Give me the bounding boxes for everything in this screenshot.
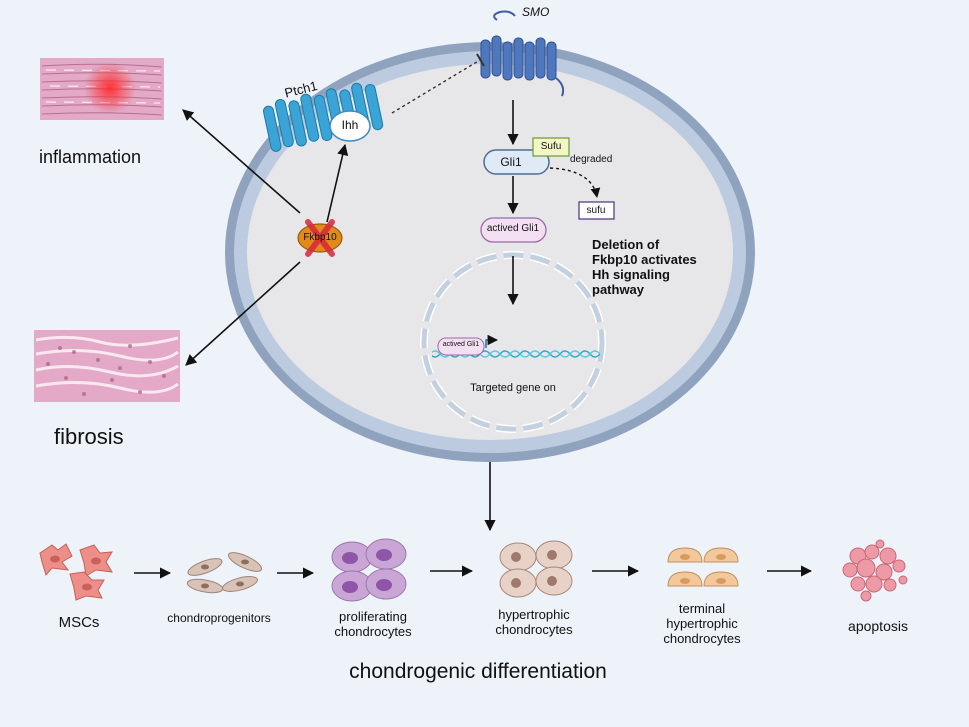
chondroprogenitor-cells-icon [186,552,263,594]
stage-label-mscs: MSCs [58,614,100,631]
stage-label-terminal: terminal hypertrophic chondrocytes [663,601,741,646]
sufu-degraded-label: sufu [586,205,606,216]
actived-gli1-label: actived Gli1 [486,223,540,234]
smo-label: SMO [522,5,550,19]
msc-cells-icon [39,543,113,601]
actived-gli1-small-label: actived Gli1 [442,341,480,348]
gene-promoter-arrow-icon [485,334,499,348]
ptch1-inhibits-smo-line [391,59,481,114]
cell [225,42,755,462]
hypertrophic-chondrocytes-icon [499,540,573,598]
actived-gli1-small-box [437,337,485,356]
ihh-ligand-icon [329,110,371,142]
stage-label-chondroprogenitors: chondroprogenitors [167,611,271,625]
targeted-gene-label: Targeted gene on [470,382,556,394]
fkbp10-deleted-icon [297,219,343,257]
inflammation-label: inflammation [39,147,142,167]
fkbp10-label: Fkbp10 [303,232,337,243]
stage-label-proliferating: proliferating chondrocytes [334,609,412,639]
cytoplasm [247,64,733,440]
terminal-hypertrophic-chondrocytes-icon [667,547,739,587]
actived-gli1-box [480,217,547,243]
sufu-box [532,137,570,157]
sufu-label: Sufu [540,141,562,152]
gli1-label: Gli1 [500,155,522,169]
apoptotic-cells-icon [842,539,908,602]
smo-receptor-icon [480,10,565,97]
degraded-label: degraded [570,154,613,165]
stage-label-hypertrophic: hypertrophic chondrocytes [495,607,573,637]
arrow-fkbp10-to-fibrosis [185,261,301,366]
arrow-fkbp10-to-inflammation [182,109,301,214]
deletion-note: Deletion of Fkbp10 activates Hh signalin… [592,237,697,297]
arrow-fkbp10-to-ihh [326,143,349,223]
inflamed-tissue-icon [40,58,164,120]
proliferating-chondrocytes-icon [331,538,407,602]
ihh-label: Ihh [341,118,359,132]
stage-label-apoptosis: apoptosis [848,618,908,634]
chondrogenic-differentiation-title: chondrogenic differentiation [349,660,607,683]
fibrotic-tissue-icon [34,330,180,402]
fibrosis-label: fibrosis [54,424,124,449]
arrow-sufu-degraded [549,167,601,198]
sufu-degraded-box [578,201,615,220]
